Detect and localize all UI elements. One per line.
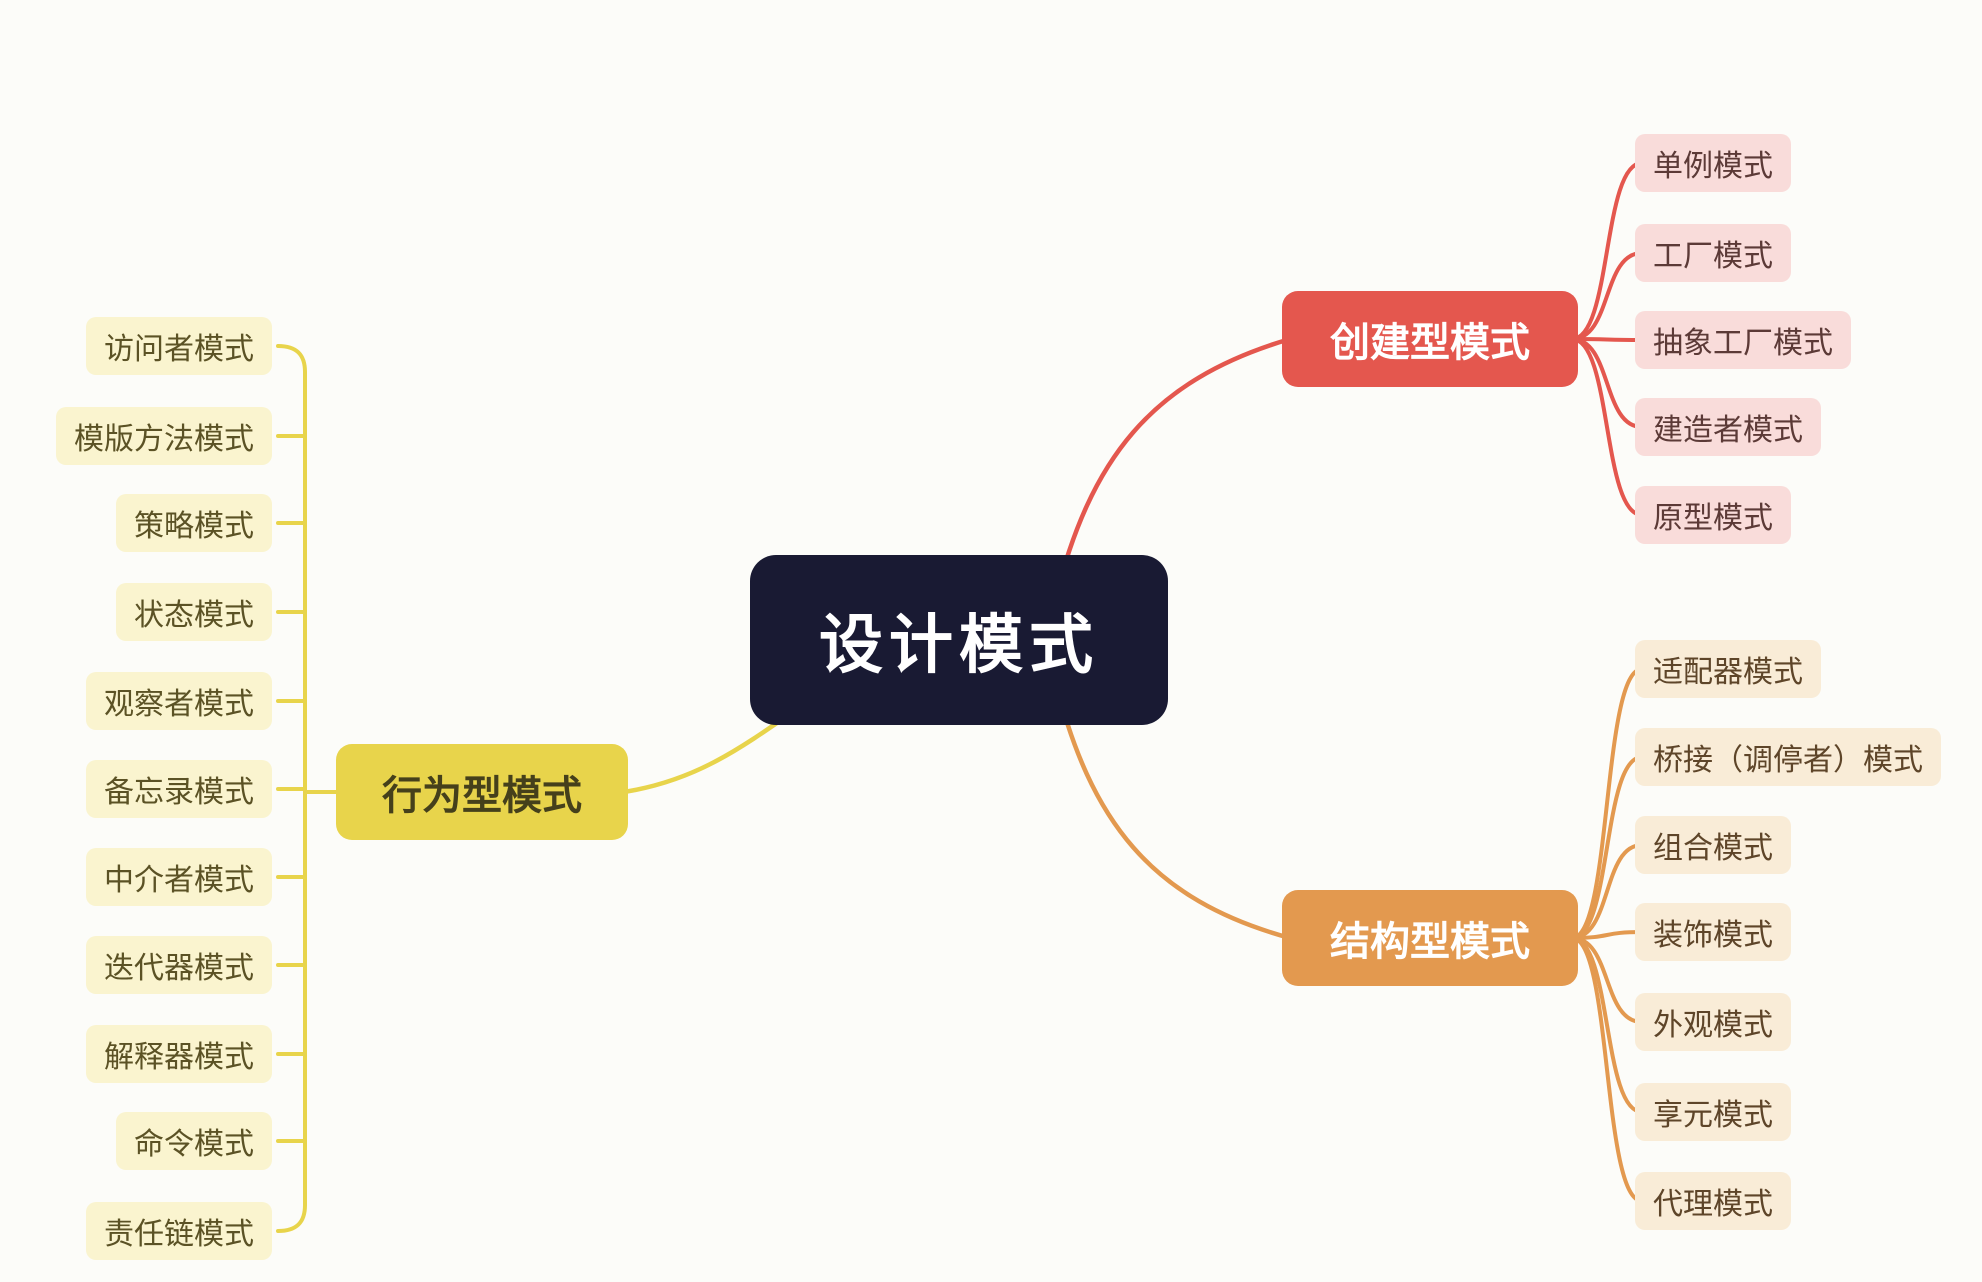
child-node-flyweight[interactable]: 享元模式 [1635,1083,1791,1141]
connector-structural-flyweight [1570,936,1644,1114]
child-node-command[interactable]: 命令模式 [116,1112,272,1170]
connector-structural-proxy [1570,936,1644,1203]
child-node-abstract-factory[interactable]: 抽象工厂模式 [1635,311,1851,369]
child-node-facade[interactable]: 外观模式 [1635,993,1791,1051]
child-node-template-method[interactable]: 模版方法模式 [56,407,272,465]
connector-creational-singleton [1570,161,1644,341]
child-node-decorator[interactable]: 装饰模式 [1635,903,1791,961]
connector-structural-composite [1570,843,1644,940]
connector-center-structural [1052,677,1293,941]
child-node-iterator[interactable]: 迭代器模式 [86,936,272,994]
branch-node-creational[interactable]: 创建型模式 [1282,291,1578,387]
connector-structural-facade [1570,936,1644,1024]
child-node-proxy[interactable]: 代理模式 [1635,1172,1791,1230]
child-node-adapter[interactable]: 适配器模式 [1635,640,1821,698]
child-node-bridge-mediator[interactable]: 桥接（调停者）模式 [1635,728,1941,786]
connector-creational-factory [1570,251,1644,341]
branch-node-behavioral[interactable]: 行为型模式 [336,744,628,840]
child-node-prototype[interactable]: 原型模式 [1635,486,1791,544]
connector-structural-bridge [1570,755,1644,940]
child-node-strategy[interactable]: 策略模式 [116,494,272,552]
connector-structural-decorator [1570,930,1644,940]
center-node-design-patterns[interactable]: 设计模式 [750,555,1168,725]
connector-creational-prototype [1570,337,1644,517]
child-node-mediator[interactable]: 中介者模式 [86,848,272,906]
child-node-composite[interactable]: 组合模式 [1635,816,1791,874]
child-node-interpreter[interactable]: 解释器模式 [86,1025,272,1083]
branch-node-structural[interactable]: 结构型模式 [1282,890,1578,986]
child-node-state[interactable]: 状态模式 [116,583,272,641]
child-node-memento[interactable]: 备忘录模式 [86,760,272,818]
connector-structural-adapter [1570,667,1644,940]
child-node-factory[interactable]: 工厂模式 [1635,224,1791,282]
child-node-singleton[interactable]: 单例模式 [1635,134,1791,192]
connector-center-creational [1052,336,1293,603]
child-node-observer[interactable]: 观察者模式 [86,672,272,730]
connector-creational-builder [1570,337,1644,429]
child-node-builder[interactable]: 建造者模式 [1635,398,1821,456]
connector-creational-abstract-factory [1570,337,1644,342]
child-node-chain-of-responsibility[interactable]: 责任链模式 [86,1202,272,1260]
child-node-visitor[interactable]: 访问者模式 [86,317,272,375]
